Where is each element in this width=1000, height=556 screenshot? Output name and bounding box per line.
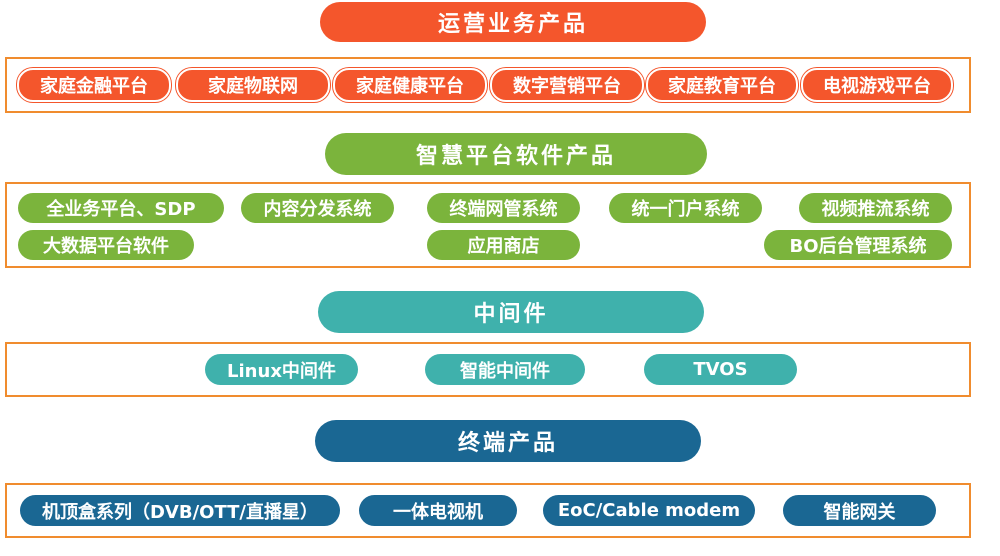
- platform-item-content-distribution: 内容分发系统: [241, 193, 394, 223]
- platform-item-big-data: 大数据平台软件: [18, 230, 194, 260]
- middleware-header: 中间件: [318, 291, 704, 333]
- middleware-item-smart: 智能中间件: [425, 354, 585, 385]
- terminal-item-set-top-box: 机顶盒系列（DVB/OTT/直播星）: [20, 495, 340, 526]
- platform-item-sdp: 全业务平台、SDP: [18, 193, 224, 223]
- operations-item-digital-marketing: 数字营销平台: [490, 68, 644, 102]
- operations-header: 运营业务产品: [320, 2, 706, 42]
- operations-item-family-finance: 家庭金融平台: [17, 68, 171, 102]
- platform-header: 智慧平台软件产品: [325, 133, 707, 175]
- operations-item-family-iot: 家庭物联网: [176, 68, 330, 102]
- terminal-item-smart-gateway: 智能网关: [783, 495, 936, 526]
- terminal-header: 终端产品: [315, 420, 701, 462]
- middleware-item-linux: Linux中间件: [205, 354, 358, 385]
- middleware-item-tvos: TVOS: [644, 354, 797, 385]
- terminal-item-integrated-tv: 一体电视机: [359, 495, 517, 526]
- operations-item-tv-games: 电视游戏平台: [801, 68, 953, 102]
- platform-item-unified-portal: 统一门户系统: [609, 193, 762, 223]
- platform-item-app-store: 应用商店: [427, 230, 580, 260]
- platform-item-terminal-management: 终端网管系统: [427, 193, 580, 223]
- terminal-item-eoc-cable-modem: EoC/Cable modem: [543, 495, 755, 526]
- operations-item-family-health: 家庭健康平台: [333, 68, 487, 102]
- platform-item-video-streaming: 视频推流系统: [799, 193, 952, 223]
- platform-item-bo-backend: BO后台管理系统: [764, 230, 952, 260]
- operations-item-family-education: 家庭教育平台: [646, 68, 798, 102]
